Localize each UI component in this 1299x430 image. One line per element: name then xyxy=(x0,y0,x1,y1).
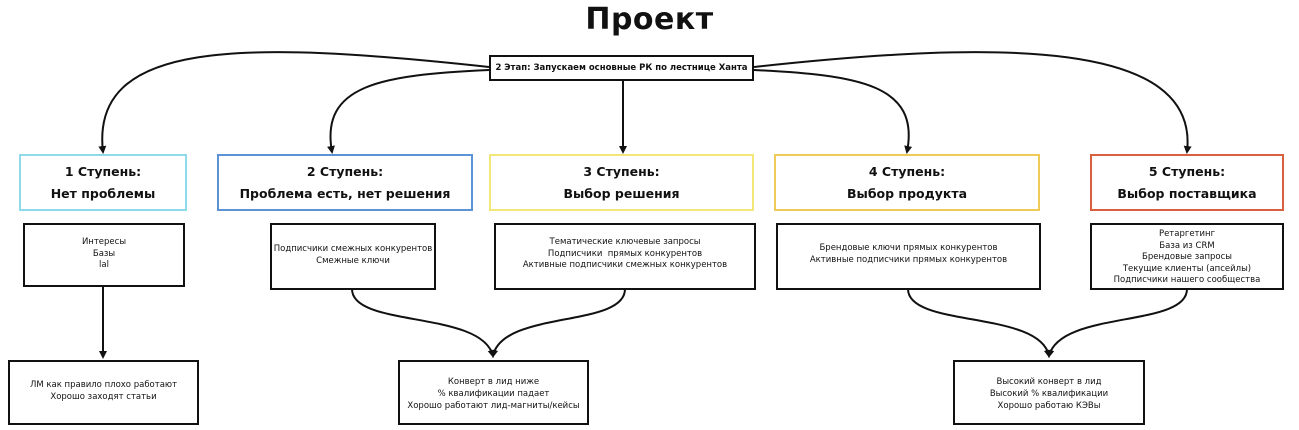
step-box-4: 4 Ступень: Выбор продукта xyxy=(774,154,1040,211)
connector-stage-to-step5 xyxy=(753,51,1192,154)
result-line: Высокий конверт в лид xyxy=(996,377,1102,387)
audience-line: Текущие клиенты (апсейлы) xyxy=(1122,263,1252,274)
result-line: ЛМ как правило плохо работают xyxy=(29,380,178,390)
audience-line: lal xyxy=(99,260,109,270)
audience-line: База из CRM xyxy=(1159,240,1215,251)
connector-stage-to-step4 xyxy=(753,69,913,154)
result-line: Хорошо работают лид-магниты/кейсы xyxy=(407,401,580,411)
connector-audience5-to-result3 xyxy=(1046,288,1188,358)
step-subtitle: Выбор решения xyxy=(563,185,680,201)
audience-line: Активные подписчики прямых конкурентов xyxy=(809,254,1008,265)
result-line: % квалификации падает xyxy=(437,389,550,399)
step-title: 2 Ступень: xyxy=(306,163,384,179)
result-line: Конверт в лид ниже xyxy=(447,377,540,387)
page-title: Проект xyxy=(585,2,714,37)
step-title: 1 Ступень: xyxy=(64,163,142,179)
audience-box-1: Интересы Базы lal xyxy=(23,223,185,287)
step-subtitle: Проблема есть, нет решения xyxy=(239,185,451,201)
audience-line: Подписчики прямых конкурентов xyxy=(547,248,703,259)
result-line: Хорошо работаю КЭВы xyxy=(997,401,1101,411)
audience-line: Брендовые ключи прямых конкурентов xyxy=(819,243,998,253)
connector-audience2-to-result2 xyxy=(351,288,496,358)
step-subtitle: Выбор продукта xyxy=(846,185,968,201)
audience-line: Подписчики нашего сообщества xyxy=(1113,275,1261,285)
audience-line: Активные подписчики смежных конкурентов xyxy=(522,260,728,270)
audience-line: Тематические ключевые запросы xyxy=(549,237,701,247)
audience-box-2: Подписчики смежных конкурентов Смежные к… xyxy=(270,223,436,290)
audience-line: Брендовые запросы xyxy=(1141,252,1232,262)
step-subtitle: Выбор поставщика xyxy=(1117,185,1257,201)
connector-audience4-to-result3 xyxy=(907,288,1052,358)
step-title: 5 Ступень: xyxy=(1148,163,1226,179)
step-title: 3 Ступень: xyxy=(583,163,660,179)
step-subtitle: Нет проблемы xyxy=(50,185,156,201)
step-box-5: 5 Ступень: Выбор поставщика xyxy=(1090,154,1284,211)
audience-line: Интересы xyxy=(81,237,127,247)
step-title: 4 Ступень: xyxy=(868,163,946,179)
result-line: Высокий % квалификации xyxy=(989,389,1109,399)
step-box-3: 3 Ступень: Выбор решения xyxy=(489,154,754,211)
result-box-3: Высокий конверт в лид Высокий % квалифик… xyxy=(953,360,1145,425)
connector-stage-to-step1 xyxy=(98,51,490,154)
connector-stage-to-step2 xyxy=(327,69,490,154)
step-box-1: 1 Ступень: Нет проблемы xyxy=(19,154,187,211)
audience-line: Ретаргетинг xyxy=(1158,229,1216,239)
result-line: Хорошо заходят статьи xyxy=(50,392,157,402)
stage-box: 2 Этап: Запускаем основные РК по лестниц… xyxy=(489,55,754,81)
result-box-2: Конверт в лид ниже % квалификации падает… xyxy=(398,360,589,425)
connector-audience3-to-result2 xyxy=(490,288,626,358)
audience-box-4: Брендовые ключи прямых конкурентов Актив… xyxy=(776,223,1041,290)
audience-box-5: Ретаргетинг База из CRM Брендовые запрос… xyxy=(1090,223,1284,290)
result-box-1: ЛМ как правило плохо работают Хорошо зах… xyxy=(8,360,199,425)
audience-line: Базы xyxy=(92,248,116,259)
audience-line: Смежные ключи xyxy=(316,255,390,266)
step-box-2: 2 Ступень: Проблема есть, нет решения xyxy=(217,154,473,211)
stage-label: 2 Этап: Запускаем основные РК по лестниц… xyxy=(495,63,748,73)
audience-line: Подписчики смежных конкурентов xyxy=(273,244,433,254)
audience-box-3: Тематические ключевые запросы Подписчики… xyxy=(494,223,756,290)
